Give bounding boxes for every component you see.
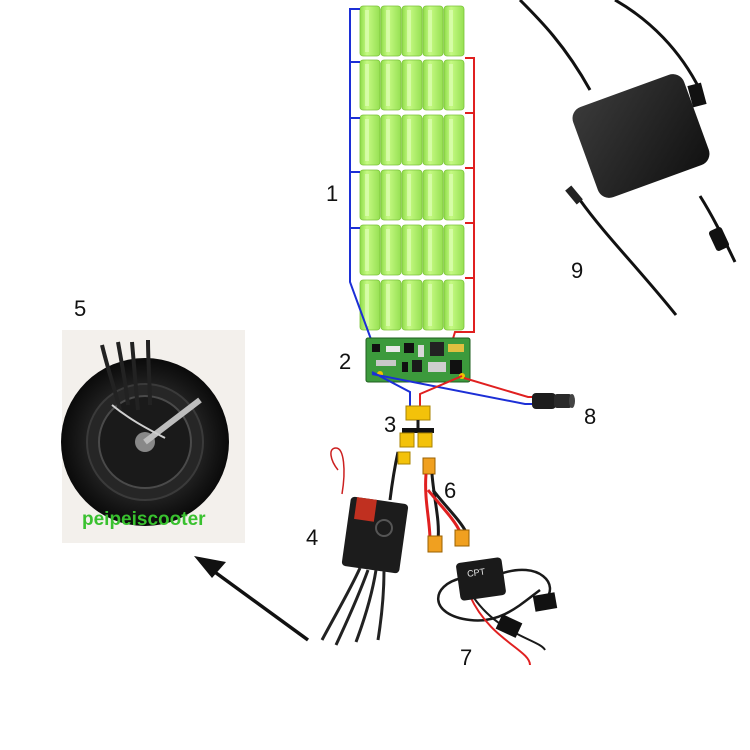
battery-cell-highlight bbox=[428, 229, 432, 271]
battery-cell-highlight bbox=[386, 64, 390, 106]
battery-cell bbox=[443, 5, 465, 57]
battery-cell bbox=[359, 224, 381, 276]
battery-cell bbox=[443, 224, 465, 276]
label-usb-converter: 7 bbox=[460, 645, 472, 670]
usb-converter: CPT bbox=[437, 557, 558, 666]
battery-cell bbox=[380, 5, 402, 57]
battery-cell-highlight bbox=[407, 64, 411, 106]
label-controller: 4 bbox=[306, 525, 318, 550]
battery-cell bbox=[422, 5, 444, 57]
battery-cell-highlight bbox=[449, 229, 453, 271]
controller bbox=[320, 447, 411, 646]
label-splitter-cable: 6 bbox=[444, 478, 456, 503]
label-hub-motor: 5 bbox=[74, 296, 86, 321]
battery-cell-highlight bbox=[365, 64, 369, 106]
battery-cell bbox=[422, 59, 444, 111]
battery-cell bbox=[359, 59, 381, 111]
battery-cell-highlight bbox=[365, 119, 369, 161]
battery-cell bbox=[359, 279, 381, 331]
hub-motor-wheel bbox=[61, 339, 229, 526]
battery-cell bbox=[401, 279, 423, 331]
battery-cell-highlight bbox=[386, 10, 390, 52]
battery-cell bbox=[401, 114, 423, 166]
battery-cell-highlight bbox=[449, 284, 453, 326]
splitter-cable bbox=[422, 457, 470, 553]
battery-cell bbox=[443, 279, 465, 331]
battery-cell-highlight bbox=[407, 119, 411, 161]
battery-cell-highlight bbox=[428, 64, 432, 106]
dc-jack bbox=[532, 393, 575, 409]
battery-cell-highlight bbox=[449, 174, 453, 216]
battery-cell-highlight bbox=[428, 284, 432, 326]
battery-cell bbox=[380, 279, 402, 331]
battery-cell bbox=[443, 114, 465, 166]
battery-cell-highlight bbox=[407, 174, 411, 216]
battery-cell-highlight bbox=[449, 119, 453, 161]
battery-cell bbox=[380, 169, 402, 221]
label-dc-jack: 8 bbox=[584, 404, 596, 429]
battery-cell bbox=[443, 59, 465, 111]
label-charger: 9 bbox=[571, 258, 583, 283]
battery-cell bbox=[380, 224, 402, 276]
battery-cell bbox=[422, 224, 444, 276]
battery-cell-highlight bbox=[449, 10, 453, 52]
battery-cell bbox=[359, 5, 381, 57]
label-bms-board: 2 bbox=[339, 349, 351, 374]
battery-cell-highlight bbox=[386, 174, 390, 216]
battery-cell-highlight bbox=[407, 229, 411, 271]
battery-cell bbox=[401, 224, 423, 276]
battery-cell bbox=[422, 114, 444, 166]
battery-pack bbox=[359, 5, 465, 331]
battery-cell bbox=[422, 169, 444, 221]
watermark-text: peipeiscooter bbox=[82, 509, 206, 530]
label-y-connector: 3 bbox=[384, 412, 396, 437]
label-battery-pack: 1 bbox=[326, 181, 338, 206]
battery-cell bbox=[359, 169, 381, 221]
battery-cell bbox=[401, 169, 423, 221]
battery-cell bbox=[422, 279, 444, 331]
battery-cell-highlight bbox=[428, 174, 432, 216]
battery-cell bbox=[401, 59, 423, 111]
battery-cell-highlight bbox=[365, 10, 369, 52]
battery-cell-highlight bbox=[428, 119, 432, 161]
bms-board bbox=[365, 337, 471, 383]
battery-cell-highlight bbox=[365, 284, 369, 326]
bms-output-wiring bbox=[371, 371, 533, 408]
battery-wiring bbox=[349, 8, 475, 343]
battery-cell bbox=[380, 59, 402, 111]
battery-cell-highlight bbox=[386, 119, 390, 161]
converter-brand: CPT bbox=[466, 566, 486, 578]
battery-cell bbox=[359, 114, 381, 166]
battery-cell-highlight bbox=[428, 10, 432, 52]
y-connector bbox=[399, 405, 434, 448]
battery-cell-highlight bbox=[407, 284, 411, 326]
arrow-to-motor bbox=[194, 556, 310, 642]
battery-cell-highlight bbox=[449, 64, 453, 106]
battery-cell-highlight bbox=[386, 229, 390, 271]
battery-cell-highlight bbox=[365, 174, 369, 216]
battery-cell-highlight bbox=[407, 10, 411, 52]
charger bbox=[518, 0, 737, 316]
battery-cell bbox=[401, 5, 423, 57]
battery-cell bbox=[443, 169, 465, 221]
battery-cell bbox=[380, 114, 402, 166]
battery-cell-highlight bbox=[365, 229, 369, 271]
battery-cell-highlight bbox=[386, 284, 390, 326]
